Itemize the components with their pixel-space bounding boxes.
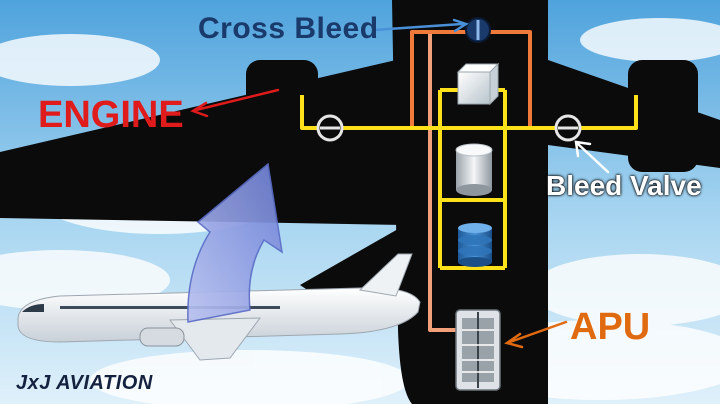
database-component-icon: [458, 223, 492, 267]
apu-label: APU: [570, 306, 651, 348]
bleed-valve-callout-arrow: [576, 142, 610, 174]
callout-arrows: [190, 18, 610, 349]
engine-callout-arrow: [194, 88, 280, 112]
cross-bleed-valve-icon: [465, 17, 491, 43]
cross-bleed-callout-arrow: [372, 22, 464, 32]
big-blue-arrow-icon: [187, 162, 284, 323]
apu-duct: [428, 32, 462, 332]
apu-engine-icon: [455, 309, 501, 391]
brand-watermark: JxJ AVIATION: [16, 372, 153, 394]
engine-label: ENGINE: [38, 94, 184, 136]
cylinder-component-icon: [455, 143, 493, 196]
right-bleed-valve-icon: [554, 114, 582, 142]
bleed-duct-main: [300, 95, 638, 130]
apu-callout-arrow: [508, 320, 568, 344]
left-bleed-valve-icon: [316, 114, 344, 142]
bleed-valve-label: Bleed Valve: [546, 170, 702, 201]
cross-bleed-label: Cross Bleed: [198, 12, 379, 45]
cube-component-icon: [456, 62, 500, 106]
